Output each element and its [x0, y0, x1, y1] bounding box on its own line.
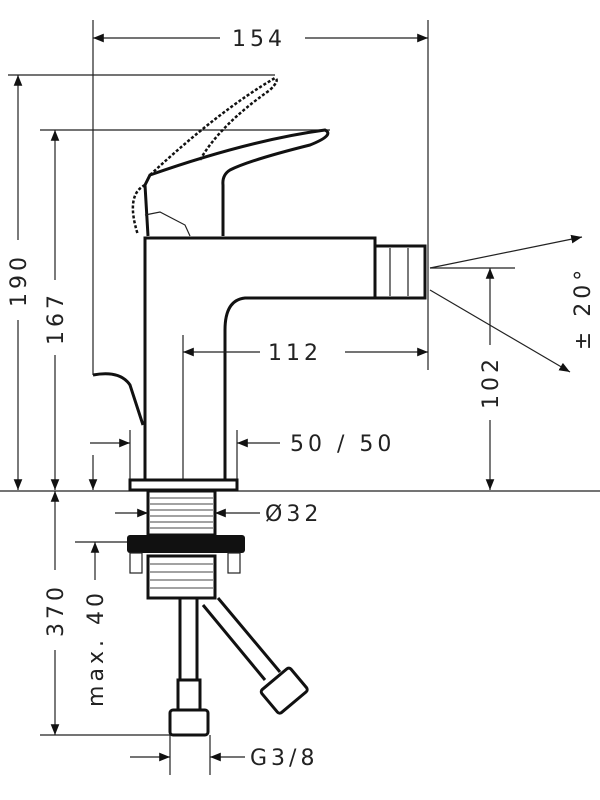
dim-spout-height-label: 102: [479, 355, 504, 409]
underdeck-parts: [127, 489, 309, 737]
fixing-nut: [127, 535, 245, 553]
dim-width-label: 154: [232, 27, 286, 52]
dim-angle-label: ± 20°: [571, 266, 596, 350]
dim-max-thickness-label: max. 40: [84, 589, 109, 707]
dim-below-deck-label: 370: [44, 583, 69, 637]
base-plate: [128, 478, 239, 492]
dim-diameter-label: Ø32: [265, 502, 322, 527]
dimension-lines: [13, 33, 583, 762]
dim-thread-label: G3/8: [250, 746, 318, 771]
dim-offsets-label: 50 / 50: [290, 432, 395, 457]
spray-nozzle: [373, 244, 427, 300]
dim-height-190-label: 190: [7, 253, 32, 307]
dim-reach-label: 112: [268, 341, 322, 366]
dim-height-167-label: 167: [44, 291, 69, 345]
faucet-body: [92, 76, 427, 492]
